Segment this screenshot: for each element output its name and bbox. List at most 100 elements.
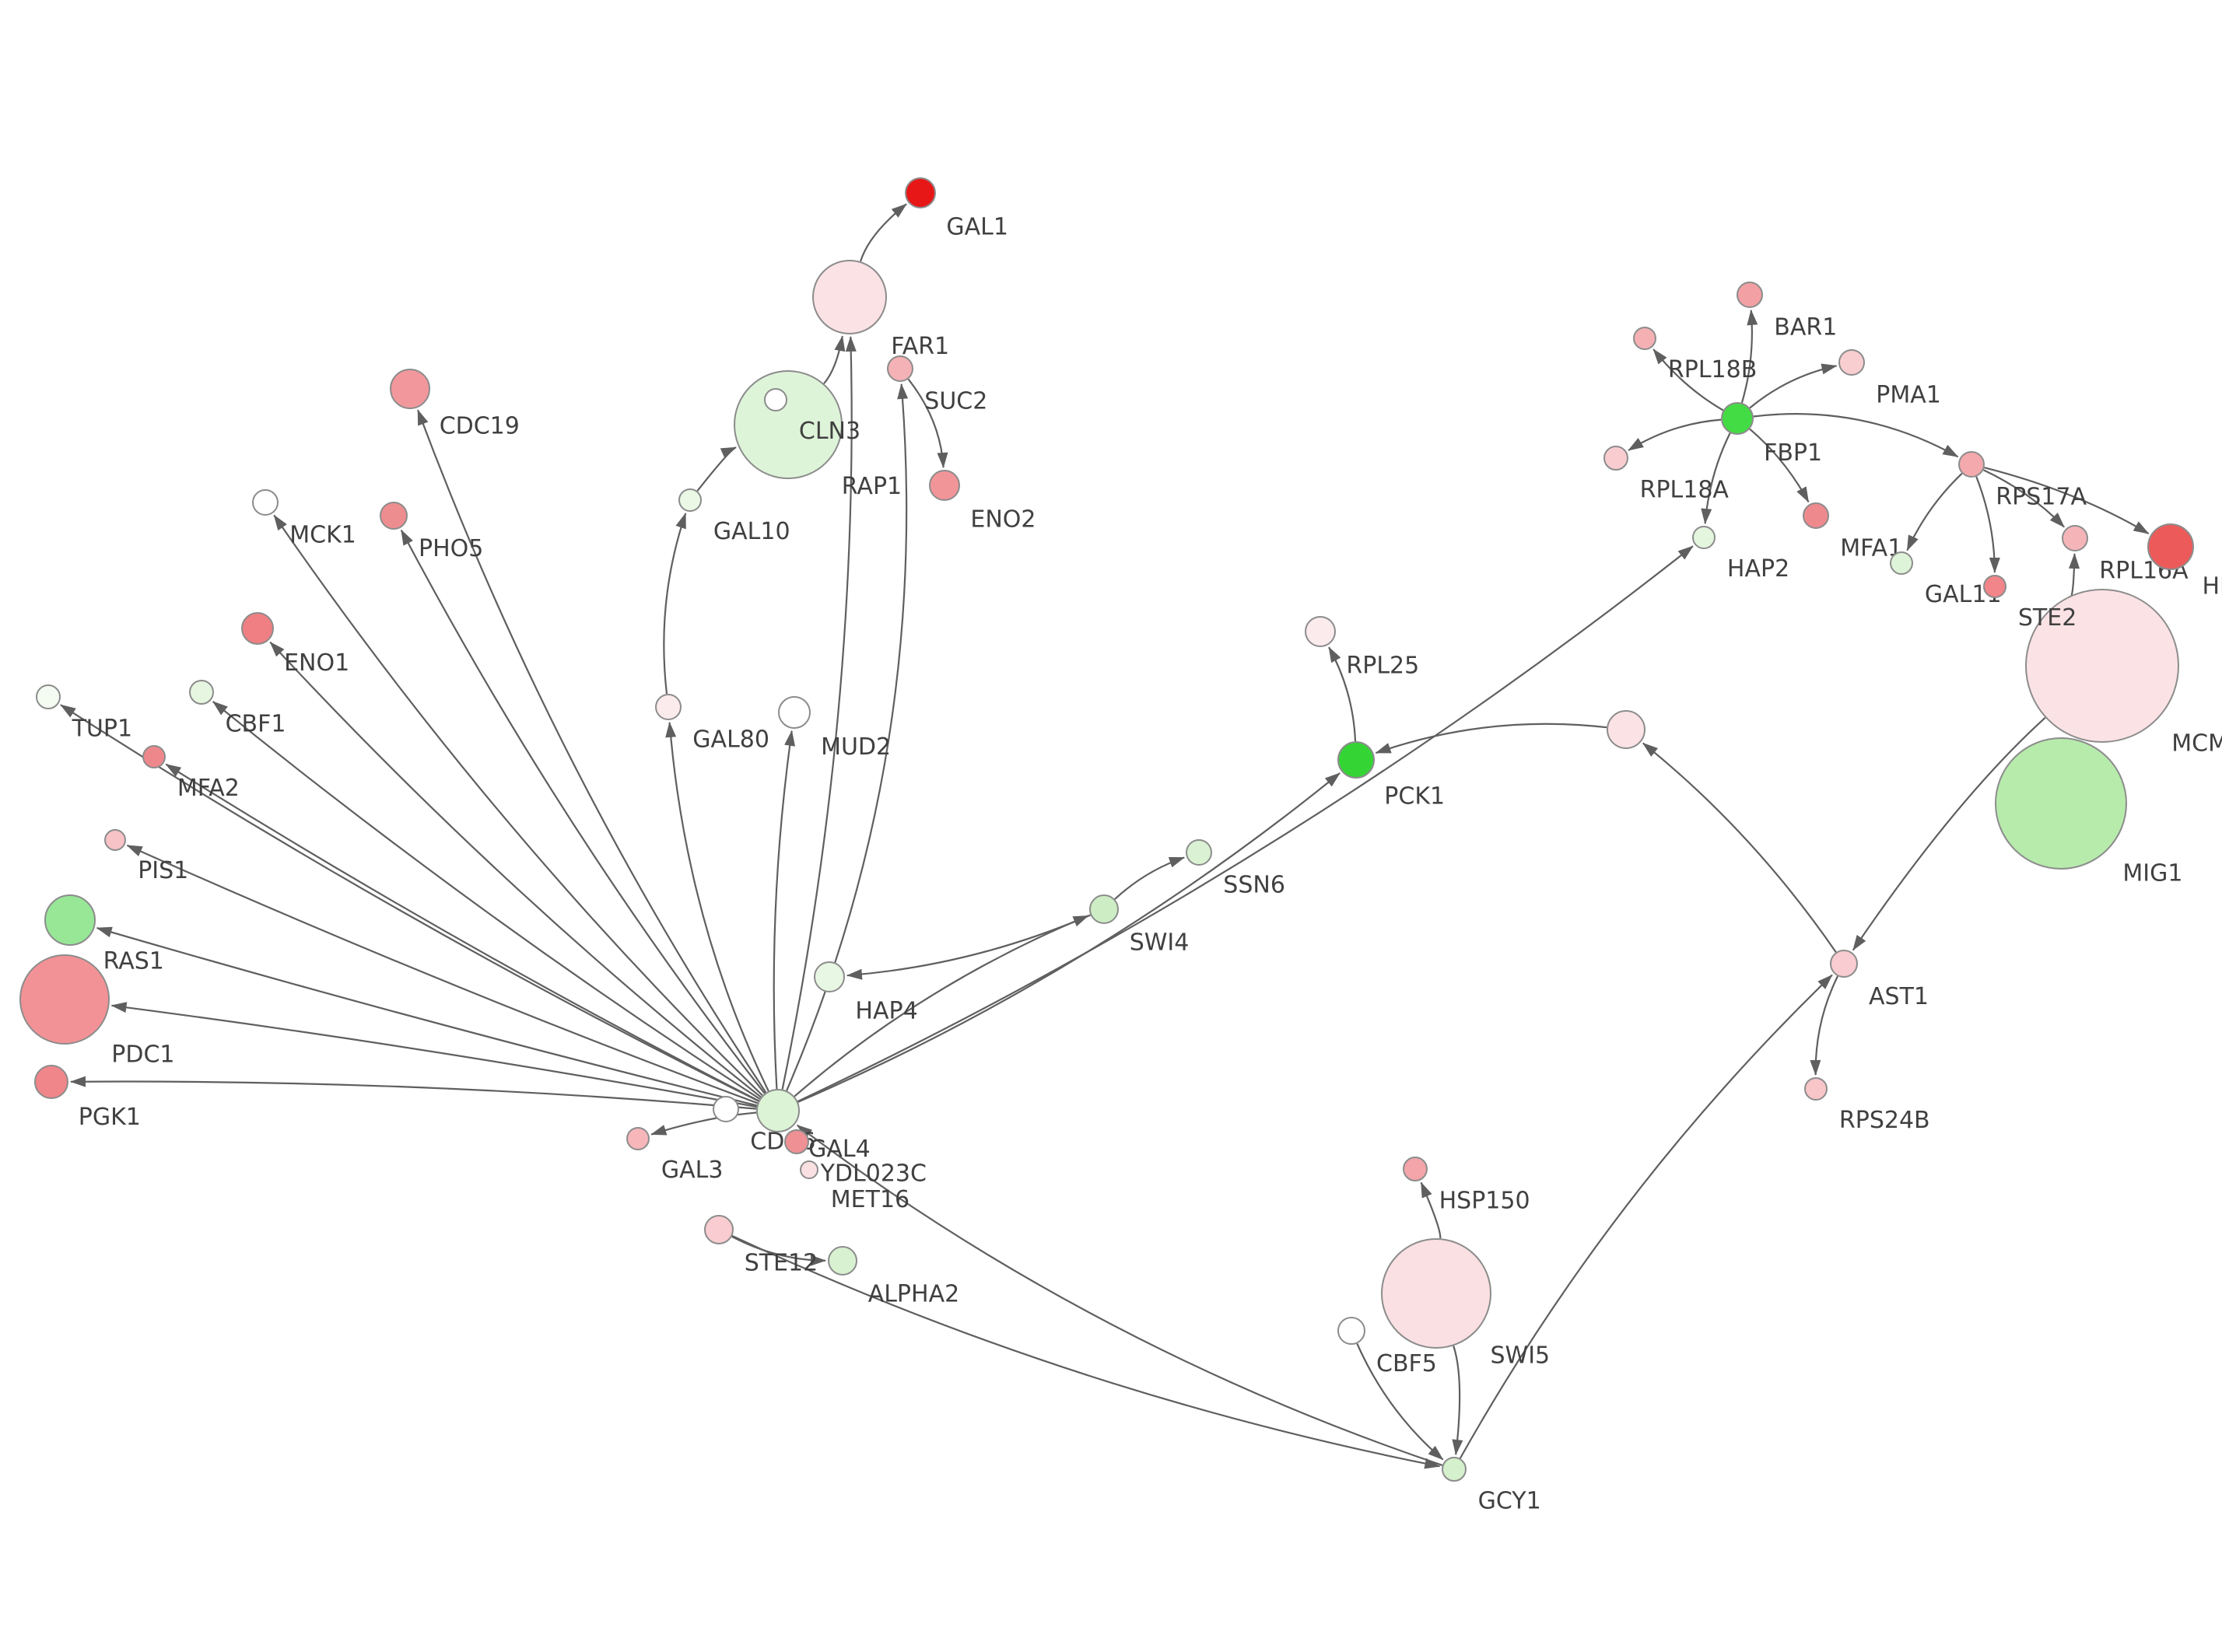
edge-GAL10-RAP1[interactable] <box>696 446 737 492</box>
node-ENO2[interactable] <box>929 470 960 501</box>
edge-FBP1-RPS17A[interactable] <box>1753 413 1959 458</box>
edge-GAL4-MUD2[interactable] <box>773 730 796 1090</box>
node-SWI5[interactable] <box>1381 1238 1491 1349</box>
node-RPS24B[interactable] <box>1804 1077 1828 1101</box>
node-CBF5[interactable] <box>1337 1317 1365 1345</box>
edge-MCM1-AST1[interactable] <box>1852 716 2046 951</box>
edge-STE12-ALPHA2[interactable] <box>731 1235 826 1266</box>
edge-GAL4-GAL3[interactable] <box>650 1111 757 1136</box>
edge-GAL4-PCK1[interactable] <box>797 772 1341 1103</box>
node-STE12[interactable] <box>704 1215 734 1244</box>
node-CLN3[interactable] <box>764 388 787 411</box>
node-MCM1[interactable] <box>2025 589 2179 743</box>
edge-SWI4-HAP4[interactable] <box>846 914 1091 980</box>
edge-SWI5-GCY1[interactable] <box>1452 1346 1463 1456</box>
edge-node-x-PCK1[interactable] <box>1375 723 1607 754</box>
node-RPL25[interactable] <box>1305 616 1336 647</box>
edge-GAL4-CBF1[interactable] <box>212 701 761 1100</box>
edge-GAL4-CDC19[interactable] <box>417 409 767 1094</box>
edge-MCM1-RPL16A[interactable] <box>2068 553 2080 599</box>
node-CDC19[interactable] <box>390 369 430 409</box>
node-GAL4[interactable] <box>756 1089 800 1132</box>
edge-GAL80-GAL10[interactable] <box>663 513 687 695</box>
node-GAL11[interactable] <box>1890 551 1913 575</box>
node-PHO5[interactable] <box>380 502 408 530</box>
node-HAP2[interactable] <box>1692 526 1716 549</box>
node-PMA1[interactable] <box>1838 349 1865 376</box>
node-MCK1[interactable] <box>252 489 279 516</box>
node-RPS17A[interactable] <box>1958 451 1985 478</box>
edge-GAL4-TUP1[interactable] <box>60 704 759 1102</box>
node-PDC1[interactable] <box>19 954 110 1045</box>
edge-GAL4-SUC2[interactable] <box>786 383 909 1091</box>
node-GAL3[interactable] <box>626 1127 650 1150</box>
node-SSN6[interactable] <box>1186 839 1212 866</box>
edge-GAL4-PIS1[interactable] <box>126 844 759 1104</box>
node-PCK1[interactable] <box>1337 741 1375 779</box>
node-RPL18A[interactable] <box>1603 446 1628 471</box>
node-AST1[interactable] <box>1830 950 1858 978</box>
node-HIS4[interactable] <box>2147 523 2194 570</box>
edge-RPS17A-GAL11[interactable] <box>1906 473 1963 551</box>
node-MET16[interactable] <box>800 1160 818 1179</box>
edge-GCY1-GAL4[interactable] <box>796 1124 1443 1466</box>
node-PGK1[interactable] <box>34 1065 68 1099</box>
node-SWI4[interactable] <box>1089 894 1119 924</box>
node-FBP1[interactable] <box>1721 402 1754 435</box>
edge-GAL4-PDC1[interactable] <box>110 1002 757 1108</box>
edge-GCY1-AST1[interactable] <box>1459 974 1833 1459</box>
edge-SUC2-ENO2[interactable] <box>907 378 948 468</box>
edge-AST1-RPS24B[interactable] <box>1810 975 1838 1076</box>
edge-GAL4-MFA2[interactable] <box>165 763 759 1102</box>
node-CDC6[interactable] <box>713 1096 739 1122</box>
node-FAR1[interactable] <box>812 260 887 334</box>
edge-GAL4-FAR1[interactable] <box>781 336 857 1090</box>
edge-PCK1-RPL25[interactable] <box>1328 646 1357 742</box>
node-ENO1[interactable] <box>241 612 274 645</box>
node-GCY1[interactable] <box>1442 1457 1467 1482</box>
edge-RPS17A-RPL16A[interactable] <box>1982 469 2065 528</box>
node-MIG1[interactable] <box>1995 737 2127 870</box>
edge-FBP1-RPL18B[interactable] <box>1652 348 1724 411</box>
node-GAL1[interactable] <box>905 177 936 208</box>
edge-RAP1-FAR1[interactable] <box>823 335 846 384</box>
node-RAP1[interactable] <box>734 370 843 479</box>
edge-GAL4-ENO1[interactable] <box>269 641 762 1098</box>
edge-FBP1-PMA1[interactable] <box>1749 363 1838 409</box>
node-HAP4[interactable] <box>814 961 845 992</box>
edge-FBP1-MFA1[interactable] <box>1749 428 1810 503</box>
edge-GAL4-HAP2[interactable] <box>797 545 1694 1103</box>
edge-GAL4-RAS1[interactable] <box>96 926 758 1107</box>
node-GAL10[interactable] <box>678 488 702 512</box>
edge-STE12-GCY1[interactable] <box>731 1235 1441 1469</box>
node-MUD2[interactable] <box>778 696 811 729</box>
node-PIS1[interactable] <box>104 829 126 851</box>
node-RAS1[interactable] <box>44 894 96 946</box>
edge-GAL4-SWI4[interactable] <box>794 915 1089 1097</box>
node-TUP1[interactable] <box>36 684 61 709</box>
node-GAL80[interactable] <box>655 694 682 720</box>
node-RPL18B[interactable] <box>1633 327 1656 350</box>
node-RPL16A[interactable] <box>2062 525 2088 551</box>
edge-GAL4-PHO5[interactable] <box>400 529 766 1094</box>
node-MFA2[interactable] <box>142 745 166 768</box>
node-MFA1[interactable] <box>1803 502 1829 529</box>
edge-GAL4-MCK1[interactable] <box>273 514 763 1097</box>
node-CBF1[interactable] <box>189 680 214 705</box>
edge-FAR1-GAL1[interactable] <box>860 203 907 262</box>
edge-AST1-node-x[interactable] <box>1642 742 1837 953</box>
node-SUC2[interactable] <box>887 355 913 382</box>
node-ALPHA2[interactable] <box>828 1246 857 1276</box>
node-HSP150[interactable] <box>1403 1157 1428 1181</box>
edge-CBF5-GCY1[interactable] <box>1356 1343 1444 1461</box>
edge-FBP1-BAR1[interactable] <box>1740 309 1758 404</box>
edge-FBP1-HAP2[interactable] <box>1701 432 1731 525</box>
node-node-x[interactable] <box>1607 710 1645 749</box>
edge-SWI5-HSP150[interactable] <box>1420 1181 1442 1239</box>
edge-FBP1-RPL18A[interactable] <box>1628 418 1722 451</box>
edge-RPS17A-HIS4[interactable] <box>1984 467 2150 535</box>
node-STE2[interactable] <box>1983 575 2006 598</box>
node-YDL023C[interactable] <box>784 1129 809 1154</box>
edge-GAL4-PGK1[interactable] <box>70 1076 757 1110</box>
